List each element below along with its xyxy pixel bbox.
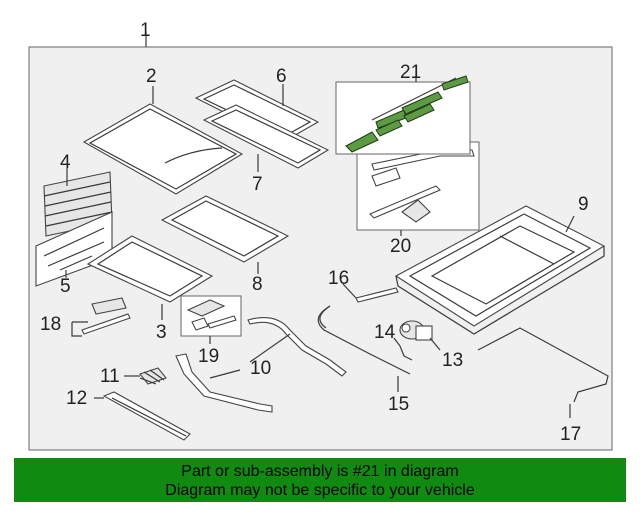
part-11-mesh[interactable] xyxy=(139,367,167,385)
callout-21: 21 xyxy=(400,62,421,83)
callout-3: 3 xyxy=(156,322,167,343)
callout-6: 6 xyxy=(276,66,287,87)
callout-12: 12 xyxy=(66,388,87,409)
part-16-drain-tube[interactable] xyxy=(355,287,399,303)
part-12-deflector[interactable] xyxy=(102,391,191,441)
callout-14: 14 xyxy=(374,322,396,343)
callout-16: 16 xyxy=(328,268,349,289)
callout-2: 2 xyxy=(146,66,157,87)
part-18-trim-strips[interactable] xyxy=(81,297,131,335)
part-7-rear-seal[interactable] xyxy=(202,104,330,169)
callout-9: 9 xyxy=(578,194,589,215)
callout-10: 10 xyxy=(250,358,271,379)
banner-line-2: Diagram may not be specific to your vehi… xyxy=(165,482,475,499)
callout-7: 7 xyxy=(252,174,263,195)
info-banner: Part or sub-assembly is #21 in diagram D… xyxy=(14,458,626,502)
callout-8: 8 xyxy=(252,274,263,295)
part-2-glass-panel[interactable] xyxy=(82,103,244,195)
part-10-guide-rail[interactable] xyxy=(175,317,347,413)
callout-15: 15 xyxy=(388,394,409,415)
part-19-brackets[interactable] xyxy=(186,299,237,331)
callout-18: 18 xyxy=(40,314,61,335)
banner-line-1: Part or sub-assembly is #21 in diagram xyxy=(181,463,459,480)
part-13-motor[interactable] xyxy=(399,320,433,341)
callout-17: 17 xyxy=(560,424,581,445)
callout-19: 19 xyxy=(198,346,219,367)
callout-13: 13 xyxy=(442,350,463,371)
part-21-sunroof-rail-assembly[interactable] xyxy=(345,75,469,153)
part-14-bolt[interactable] xyxy=(399,345,413,361)
part-15-drain-hose[interactable] xyxy=(317,305,411,375)
callout-labels: 1 2 3 4 5 6 7 8 9 10 11 12 13 14 15 16 1… xyxy=(40,20,589,445)
part-17-seal[interactable] xyxy=(477,327,609,403)
callout-20: 20 xyxy=(390,236,411,257)
part-9-sunroof-frame[interactable] xyxy=(394,205,606,335)
part-3-sunshade-panel[interactable] xyxy=(86,235,214,303)
callout-11: 11 xyxy=(100,366,120,387)
callout-5: 5 xyxy=(60,276,71,297)
callout-1: 1 xyxy=(140,20,151,41)
part-8-frame[interactable] xyxy=(160,195,290,263)
parts-diagram: 1 2 3 4 5 6 7 8 9 10 11 12 13 14 15 16 1… xyxy=(28,20,613,451)
callout-4: 4 xyxy=(60,152,71,173)
